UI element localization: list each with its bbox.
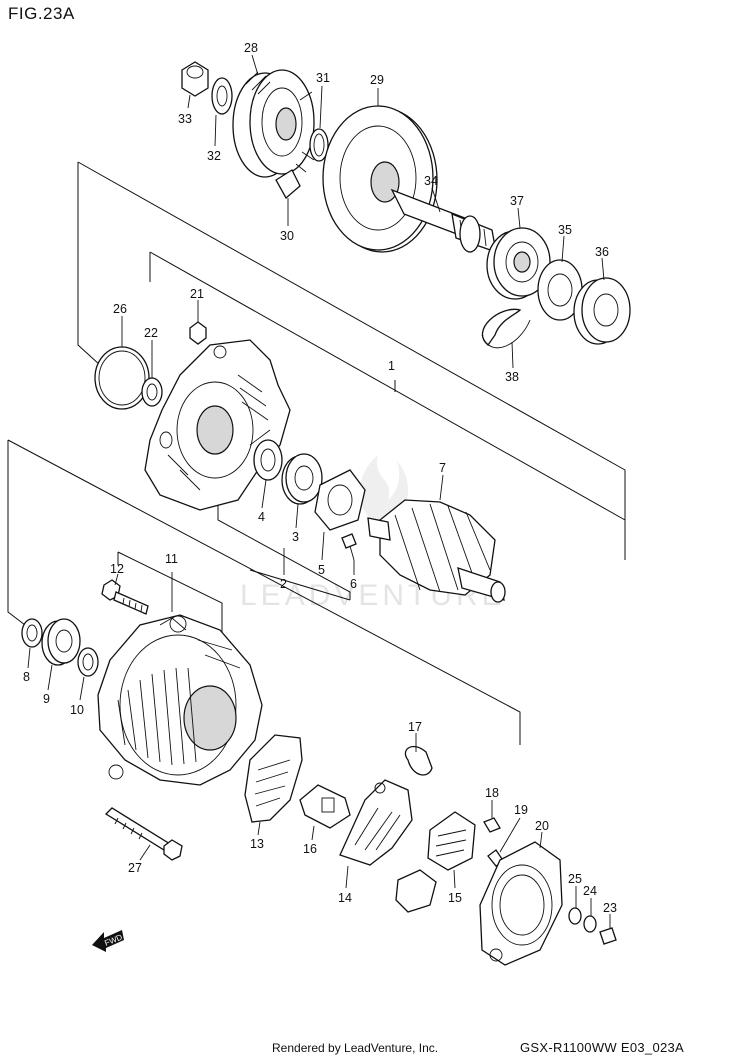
assembly-outline-1 <box>77 161 626 560</box>
callout-33: 33 <box>178 112 192 126</box>
callout-17: 17 <box>408 720 422 734</box>
part-6-screw <box>341 533 357 575</box>
callout-7: 7 <box>439 461 446 475</box>
callout-38: 38 <box>505 370 519 384</box>
part-28-starter-clutch <box>232 54 315 178</box>
footer-credit: Rendered by LeadVenture, Inc. <box>272 1041 439 1055</box>
part-36-bearing <box>573 257 631 345</box>
part-33-nut <box>181 61 209 109</box>
callout-14: 14 <box>338 891 352 905</box>
callout-1: 1 <box>388 359 395 373</box>
part-23-screw <box>599 914 617 945</box>
callout-10: 10 <box>70 703 84 717</box>
callout-13: 13 <box>250 837 264 851</box>
callout-12: 12 <box>110 562 124 576</box>
part-5-retainer-plate <box>314 469 366 561</box>
callout-35: 35 <box>558 223 572 237</box>
callout-29: 29 <box>370 73 384 87</box>
part-30-key <box>275 169 301 226</box>
part-35-bearing <box>537 235 583 321</box>
callout-11: 11 <box>165 552 178 566</box>
callout-2: 2 <box>280 577 287 591</box>
assembly-outline-11 <box>117 551 223 640</box>
part-15-rectifier <box>395 811 476 913</box>
part-24-washer <box>583 898 597 933</box>
callout-9: 9 <box>43 692 50 706</box>
part-18-screw <box>483 800 501 833</box>
callout-21: 21 <box>190 287 204 301</box>
callout-4: 4 <box>258 510 265 524</box>
part-10-seal <box>77 647 99 701</box>
part-34-shaft <box>390 187 497 253</box>
forward-arrow-icon <box>92 930 124 952</box>
part-29-starter-gear <box>322 88 438 253</box>
flame-logo-icon <box>359 455 409 522</box>
part-4-seal <box>253 439 283 509</box>
callout-labels: 1 2 3 4 5 6 7 8 9 10 11 12 13 14 15 16 1… <box>23 41 617 915</box>
callout-34: 34 <box>424 174 438 188</box>
callout-31: 31 <box>316 71 330 85</box>
part-8-washer <box>21 618 43 669</box>
part-17-wire-clip <box>404 733 433 776</box>
part-2-housing <box>144 339 291 575</box>
part-20-rear-cover <box>479 831 563 966</box>
part-31-ring <box>309 85 329 162</box>
part-22-seal <box>141 340 163 407</box>
part-3-bearing <box>281 453 323 529</box>
callout-30: 30 <box>280 229 294 243</box>
callout-19: 19 <box>514 803 528 817</box>
fwd-direction-marker: FWD <box>92 930 124 952</box>
part-9-bearing <box>41 618 81 691</box>
callout-26: 26 <box>113 302 127 316</box>
callout-23: 23 <box>603 901 617 915</box>
callout-8: 8 <box>23 670 30 684</box>
callout-28: 28 <box>244 41 258 55</box>
part-16-brush-holder <box>299 784 351 841</box>
callout-20: 20 <box>535 819 549 833</box>
callout-3: 3 <box>292 530 299 544</box>
callout-15: 15 <box>448 891 462 905</box>
callout-25: 25 <box>568 872 582 886</box>
part-25-washer <box>568 886 582 925</box>
callout-18: 18 <box>485 786 499 800</box>
part-32-washer <box>211 77 233 147</box>
callout-24: 24 <box>583 884 597 898</box>
callout-5: 5 <box>318 563 325 577</box>
callout-36: 36 <box>595 245 609 259</box>
part-12-bolt <box>101 573 149 615</box>
callout-37: 37 <box>510 194 524 208</box>
figure-title: FIG.23A <box>8 4 75 23</box>
part-21-nut <box>189 300 207 345</box>
drawing-code: GSX-R1100WW E03_023A <box>520 1040 684 1055</box>
part-7-rotor <box>367 474 506 603</box>
callout-16: 16 <box>303 842 317 856</box>
fwd-label: FWD <box>103 933 123 948</box>
part-11-front-housing <box>97 572 263 786</box>
part-38-circlip <box>481 308 531 369</box>
callout-32: 32 <box>207 149 221 163</box>
callout-6: 6 <box>350 577 357 591</box>
part-14-regulator <box>339 779 413 889</box>
part-13-cover <box>244 734 303 836</box>
part-27-bolt <box>104 807 183 861</box>
part-26-oring <box>94 316 150 410</box>
part-37-bearing <box>486 207 551 300</box>
callout-27: 27 <box>128 861 142 875</box>
callout-22: 22 <box>144 326 158 340</box>
